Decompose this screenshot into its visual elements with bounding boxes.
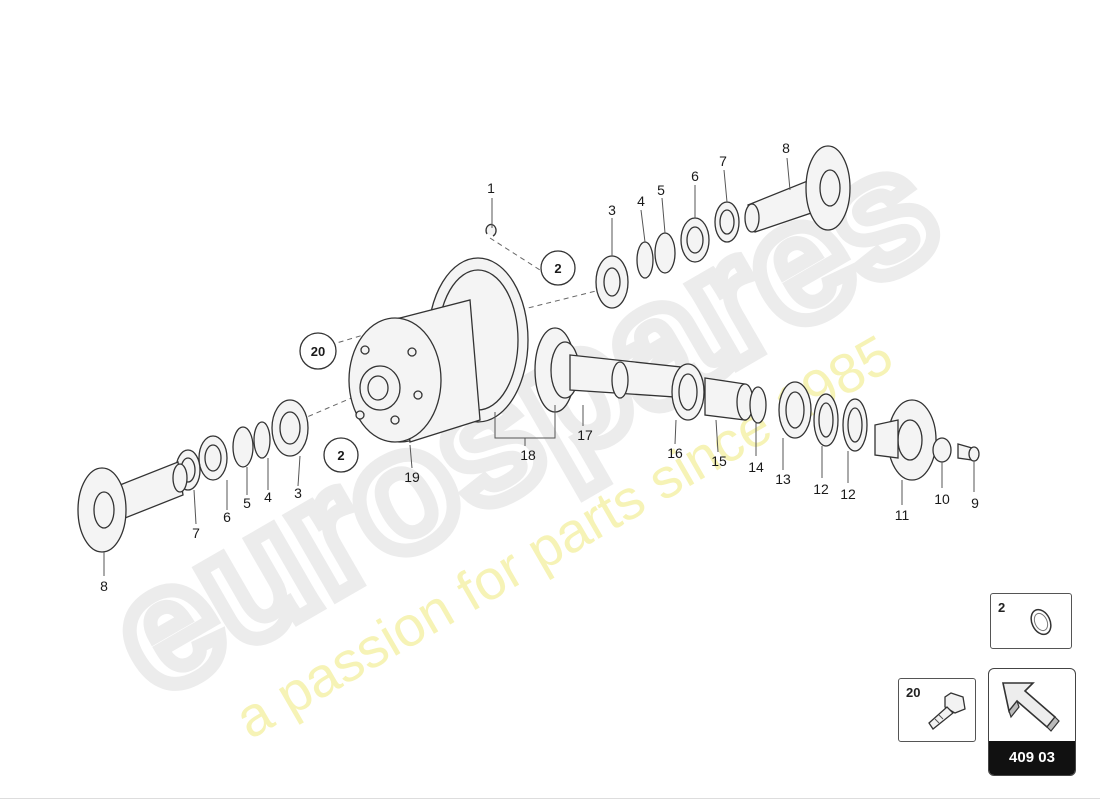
label-5-upper: 5: [657, 182, 665, 198]
label-14: 14: [748, 459, 764, 475]
part-13-bearing: [778, 381, 812, 439]
part-6-upper-seal: [680, 217, 710, 263]
reference-code: 409 03: [989, 741, 1075, 775]
label-7-upper: 7: [719, 153, 727, 169]
part-1-clip: [485, 223, 497, 237]
label-12-b: 12: [840, 486, 856, 502]
part-12-race-a: [813, 393, 839, 447]
part-5-lower-ring: [232, 426, 254, 468]
part-4-upper-shim: [636, 241, 654, 279]
part-labels: 1 3 4 5 6 7 8 3 4 5 6 7 8 19 18 17 16 15…: [100, 140, 979, 594]
part-4-lower-shim: [253, 421, 271, 459]
leader-1: [489, 237, 541, 271]
label-6-upper: 6: [691, 168, 699, 184]
part-12-race-b: [842, 398, 868, 452]
leader-upper-shaft: [519, 289, 601, 311]
label-6-lower: 6: [223, 509, 231, 525]
label-4-upper: 4: [637, 193, 645, 209]
label-15: 15: [711, 453, 727, 469]
label-3-lower: 3: [294, 485, 302, 501]
part-7-upper-ring: [714, 201, 740, 243]
part-8-upper-output-flange: [744, 145, 851, 233]
part-10-washer: [932, 437, 952, 463]
label-9: 9: [971, 495, 979, 511]
svg-text:2: 2: [554, 261, 561, 276]
callout-2-top: 2: [540, 250, 576, 286]
label-3-upper: 3: [608, 202, 616, 218]
bolt-icon: [928, 692, 966, 730]
part-19-differential-housing: [348, 257, 529, 443]
pinion-shaft: [569, 354, 691, 399]
label-18: 18: [520, 447, 536, 463]
label-7-lower: 7: [192, 525, 200, 541]
part-16-bearing: [671, 363, 705, 421]
callout-2-bottom: 2: [323, 437, 359, 473]
label-5-lower: 5: [243, 495, 251, 511]
inset-number-2: 2: [998, 600, 1006, 615]
part-3-lower-bearing: [271, 399, 309, 457]
part-11-flange: [874, 399, 937, 481]
label-12-a: 12: [813, 481, 829, 497]
label-16: 16: [667, 445, 683, 461]
part-5-upper-ring: [654, 232, 676, 274]
reference-box: 409 03: [988, 668, 1076, 776]
ring-clip-icon: [1030, 608, 1052, 636]
inset-number-20: 20: [906, 685, 921, 700]
callout-20: 20: [299, 332, 337, 370]
label-8-upper: 8: [782, 140, 790, 156]
part-9-nut: [957, 443, 980, 462]
part-6-lower-seal: [198, 435, 228, 481]
label-13: 13: [775, 471, 791, 487]
svg-text:2: 2: [337, 448, 344, 463]
label-10: 10: [934, 491, 950, 507]
label-1: 1: [487, 180, 495, 196]
part-15-spacer: [704, 377, 754, 421]
bottom-rule: [0, 798, 1100, 799]
inset-box-ring-clip: 2: [990, 593, 1072, 649]
label-8-lower: 8: [100, 578, 108, 594]
arrow-icon: [1002, 682, 1060, 732]
svg-text:20: 20: [311, 344, 325, 359]
label-4-lower: 4: [264, 489, 272, 505]
part-14-shim: [749, 386, 767, 424]
part-8-lower-output-flange: [77, 461, 188, 553]
part-3-upper-bearing: [595, 255, 629, 309]
label-11: 11: [895, 507, 910, 523]
inset-box-bolt: 20: [898, 678, 976, 742]
label-leaders: [103, 157, 975, 576]
label-19: 19: [404, 469, 420, 485]
label-17: 17: [577, 427, 593, 443]
